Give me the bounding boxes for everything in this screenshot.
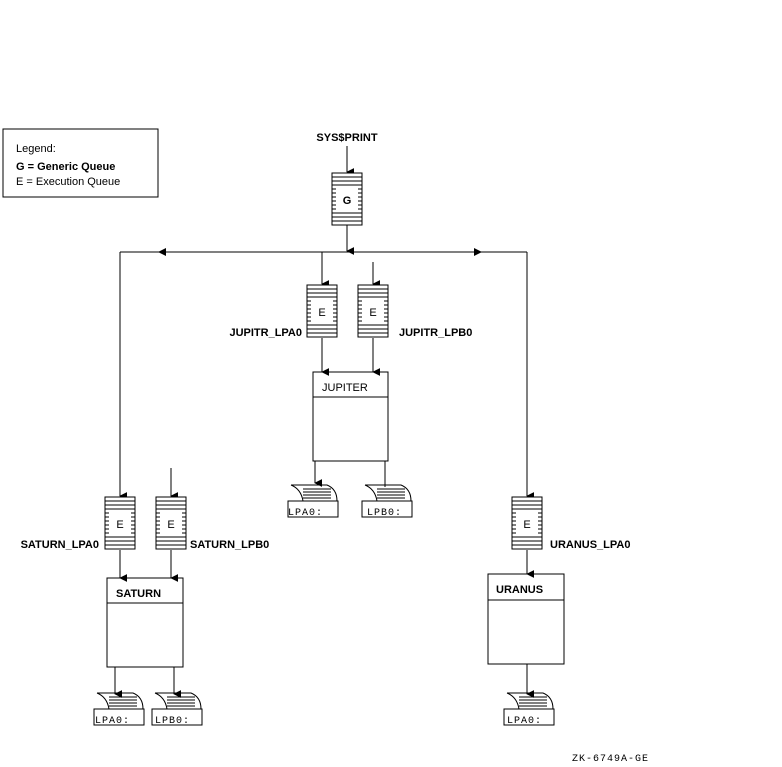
printer-label: LPA0: <box>95 716 130 727</box>
printer-icon <box>151 692 203 726</box>
printer-label: LPA0: <box>288 508 323 519</box>
printer-label: LPB0: <box>155 716 190 727</box>
queue-symbol: E <box>369 307 376 319</box>
execution-queue-icon <box>357 284 389 338</box>
queue-symbol: E <box>318 307 325 319</box>
execution-queue-icon <box>104 496 136 550</box>
queue-label-saturn-lpa0: SATURN_LPA0 <box>21 539 99 551</box>
node-name: JUPITER <box>322 382 368 394</box>
node-saturn: SATURN <box>106 577 184 668</box>
arrowhead-left <box>158 248 166 256</box>
queue-symbol: E <box>167 519 174 531</box>
printer-icon <box>93 692 145 726</box>
printer-icon <box>503 692 555 726</box>
generic-queue-icon <box>331 172 363 226</box>
execution-queue-icon <box>306 284 338 338</box>
queue-label-uranus-lpa0: URANUS_LPA0 <box>550 539 630 551</box>
legend-item-execution: E = Execution Queue <box>16 176 120 188</box>
execution-queue-icon <box>155 496 187 550</box>
queue-label-jupitr-lpb0: JUPITR_LPB0 <box>399 327 472 339</box>
legend-title: Legend: <box>16 143 56 155</box>
printer-icon <box>287 484 339 518</box>
queue-label-jupitr-lpa0: JUPITR_LPA0 <box>229 327 302 339</box>
queue-symbol: G <box>343 195 352 207</box>
legend-item-generic: G = Generic Queue <box>16 161 115 173</box>
printer-label: LPB0: <box>367 508 402 519</box>
legend-box <box>2 128 159 198</box>
execution-queue-icon <box>511 496 543 550</box>
queue-symbol: E <box>116 519 123 531</box>
figure-id: ZK-6749A-GE <box>572 754 649 765</box>
queue-symbol: E <box>523 519 530 531</box>
legend: Legend: G = Generic Queue E = Execution … <box>2 128 159 198</box>
node-jupiter: JUPITER <box>312 371 389 462</box>
printer-label: LPA0: <box>507 716 542 727</box>
node-uranus: URANUS <box>487 573 565 665</box>
generic-queue-name: SYS$PRINT <box>316 132 377 144</box>
queue-label-saturn-lpb0: SATURN_LPB0 <box>190 539 269 551</box>
node-name: SATURN <box>116 588 161 600</box>
printer-icon <box>361 484 413 518</box>
arrowhead-right <box>474 248 482 256</box>
node-name: URANUS <box>496 584 543 596</box>
